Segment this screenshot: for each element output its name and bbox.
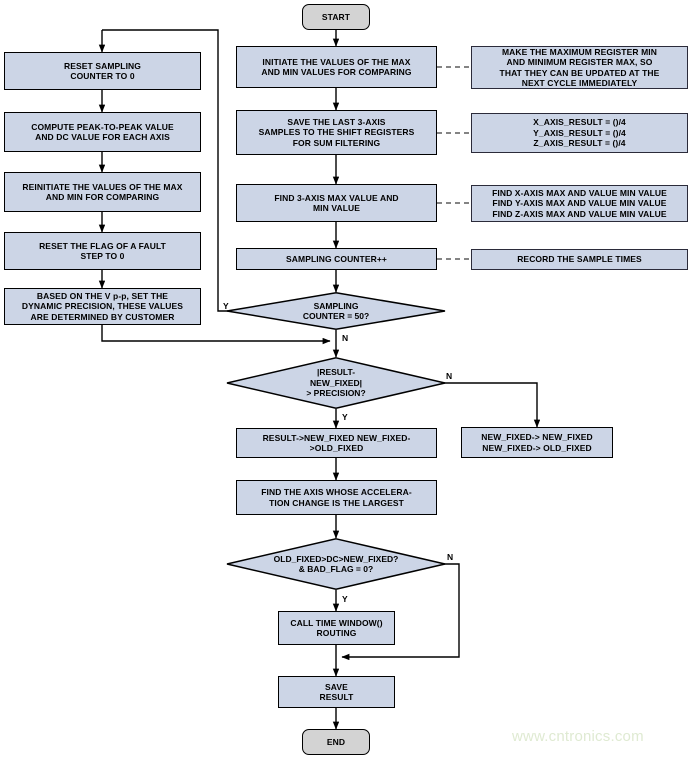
node-save-shift-registers[interactable]: SAVE THE LAST 3-AXIS SAMPLES TO THE SHIF…: [236, 110, 437, 155]
note-max-min-register[interactable]: MAKE THE MAXIMUM REGISTER MIN AND MINIMU…: [471, 46, 688, 89]
branch-label-precision-no: N: [446, 371, 453, 381]
node-call-time-window[interactable]: CALL TIME WINDOW() ROUTING: [278, 611, 395, 645]
node-find-3axis-max-min[interactable]: FIND 3-AXIS MAX VALUE AND MIN VALUE: [236, 184, 437, 222]
node-reinitiate-max-min[interactable]: REINITIATE THE VALUES OF THE MAX AND MIN…: [4, 172, 201, 212]
node-compute-peak-dc[interactable]: COMPUTE PEAK-TO-PEAK VALUE AND DC VALUE …: [4, 112, 201, 152]
node-dynamic-precision[interactable]: BASED ON THE V p-p, SET THE DYNAMIC PREC…: [4, 288, 201, 325]
decision-old-fixed-check[interactable]: OLD_FIXED>DC>NEW_FIXED? & BAD_FLAG = 0?: [226, 538, 446, 590]
node-sampling-counter-increment[interactable]: SAMPLING COUNTER++: [236, 248, 437, 270]
node-new-fixed-assign[interactable]: NEW_FIXED-> NEW_FIXED NEW_FIXED-> OLD_FI…: [461, 427, 613, 458]
node-initiate-max-min-values[interactable]: INITIATE THE VALUES OF THE MAX AND MIN V…: [236, 46, 437, 88]
note-find-axis-min-max[interactable]: FIND X-AXIS MAX AND VALUE MIN VALUE FIND…: [471, 185, 688, 222]
note-axis-result[interactable]: X_AXIS_RESULT = ()/4 Y_AXIS_RESULT = ()/…: [471, 113, 688, 153]
decision-sampling-counter-50[interactable]: SAMPLING COUNTER = 50?: [226, 292, 446, 330]
branch-label-sampling-no: N: [342, 333, 349, 343]
node-reset-fault-flag[interactable]: RESET THE FLAG OF A FAULT STEP TO 0: [4, 232, 201, 270]
branch-label-precision-yes: Y: [342, 412, 348, 422]
watermark: www.cntronics.com: [512, 728, 644, 745]
branch-label-oldfixed-yes: Y: [342, 594, 348, 604]
branch-label-oldfixed-no: N: [447, 552, 454, 562]
branch-label-sampling-yes: Y: [223, 301, 229, 311]
note-record-sample-times[interactable]: RECORD THE SAMPLE TIMES: [471, 249, 688, 270]
node-start[interactable]: START: [302, 4, 370, 30]
node-end[interactable]: END: [302, 729, 370, 755]
node-find-axis-largest-change[interactable]: FIND THE AXIS WHOSE ACCELERA- TION CHANG…: [236, 480, 437, 515]
node-save-result[interactable]: SAVE RESULT: [278, 676, 395, 708]
decision-precision-check[interactable]: |RESULT- NEW_FIXED| > PRECISION?: [226, 357, 446, 409]
node-result-to-new-fixed[interactable]: RESULT->NEW_FIXED NEW_FIXED- >OLD_FIXED: [236, 428, 437, 458]
node-reset-sampling-counter[interactable]: RESET SAMPLING COUNTER TO 0: [4, 52, 201, 90]
